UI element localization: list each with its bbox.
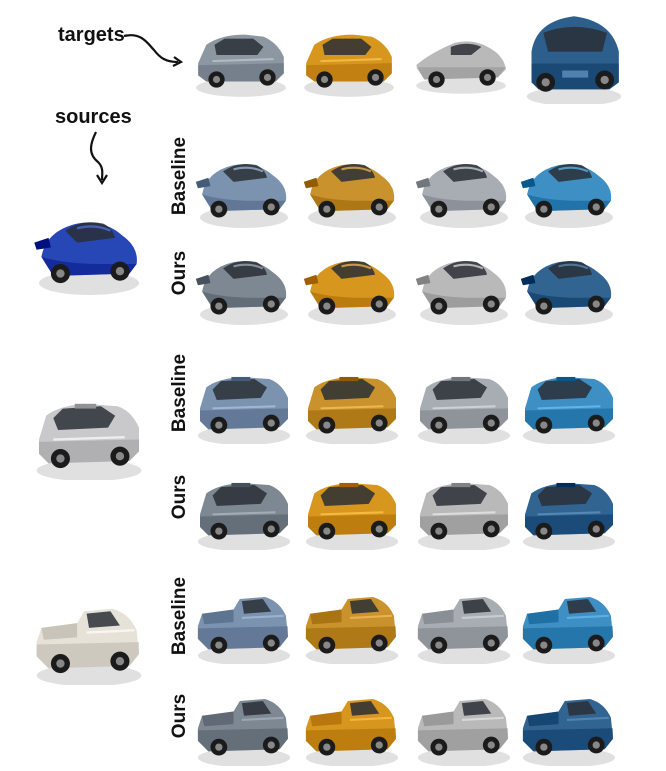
ours-car-3-3: [410, 678, 518, 771]
car-render-icon: [305, 482, 399, 552]
row-label-baseline-3: Baseline: [169, 576, 190, 656]
sources-label: sources: [55, 106, 132, 128]
car-render-icon: [304, 34, 394, 97]
car-render-icon: [36, 608, 142, 687]
baseline-car-2-1: [190, 356, 298, 449]
baseline-car-1-3: [410, 140, 518, 233]
ours-car-1-1: [190, 237, 298, 330]
car-render-icon: [303, 163, 396, 228]
car-render-icon: [305, 596, 399, 666]
ours-car-3-4: [515, 678, 623, 771]
baseline-car-1-1: [190, 140, 298, 233]
car-render-icon: [522, 376, 616, 446]
row-label-ours-3: Ours: [169, 693, 190, 739]
targets-arrow-icon: [123, 34, 184, 67]
row-label-baseline-1: Baseline: [169, 136, 190, 216]
ours-car-2-4: [515, 462, 623, 555]
car-render-icon: [195, 163, 288, 228]
car-render-icon: [196, 34, 286, 97]
target-car-1: [190, 12, 292, 103]
car-render-icon: [520, 163, 613, 228]
car-render-icon: [197, 596, 291, 666]
baseline-car-2-2: [298, 356, 406, 449]
baseline-car-2-3: [410, 356, 518, 449]
source-car-1: [28, 195, 150, 300]
baseline-car-2-4: [515, 356, 623, 449]
car-render-icon: [415, 260, 508, 325]
target-car-4: [515, 4, 633, 109]
car-render-icon: [522, 596, 616, 666]
ours-car-2-3: [410, 462, 518, 555]
car-render-icon: [36, 403, 142, 482]
ours-car-3-2: [298, 678, 406, 771]
baseline-car-3-3: [410, 576, 518, 669]
car-render-icon: [197, 376, 291, 446]
car-render-icon: [34, 222, 139, 295]
car-render-icon: [526, 16, 622, 106]
car-render-icon: [303, 260, 396, 325]
car-render-icon: [417, 376, 511, 446]
car-render-icon: [520, 260, 613, 325]
source-car-3: [28, 585, 150, 690]
car-render-icon: [415, 163, 508, 228]
car-render-icon: [522, 482, 616, 552]
baseline-car-3-1: [190, 576, 298, 669]
car-render-icon: [195, 260, 288, 325]
ours-car-1-3: [410, 237, 518, 330]
source-car-2: [28, 380, 150, 485]
targets-label: targets: [58, 24, 125, 46]
car-render-icon: [305, 698, 399, 768]
target-car-3: [410, 12, 512, 103]
row-label-baseline-2: Baseline: [169, 353, 190, 433]
car-render-icon: [197, 482, 291, 552]
sources-arrow-icon: [89, 131, 108, 186]
ours-car-2-2: [298, 462, 406, 555]
car-render-icon: [417, 596, 511, 666]
car-render-icon: [197, 698, 291, 768]
baseline-car-1-4: [515, 140, 623, 233]
ours-car-2-1: [190, 462, 298, 555]
baseline-car-3-2: [298, 576, 406, 669]
target-car-2: [298, 12, 400, 103]
ours-car-1-4: [515, 237, 623, 330]
car-render-icon: [417, 698, 511, 768]
car-render-icon: [522, 698, 616, 768]
car-render-icon: [416, 41, 506, 94]
baseline-car-3-4: [515, 576, 623, 669]
ours-car-3-1: [190, 678, 298, 771]
baseline-car-1-2: [298, 140, 406, 233]
row-label-ours-2: Ours: [169, 474, 190, 520]
car-render-icon: [305, 376, 399, 446]
ours-car-1-2: [298, 237, 406, 330]
row-label-ours-1: Ours: [169, 250, 190, 296]
car-render-icon: [417, 482, 511, 552]
